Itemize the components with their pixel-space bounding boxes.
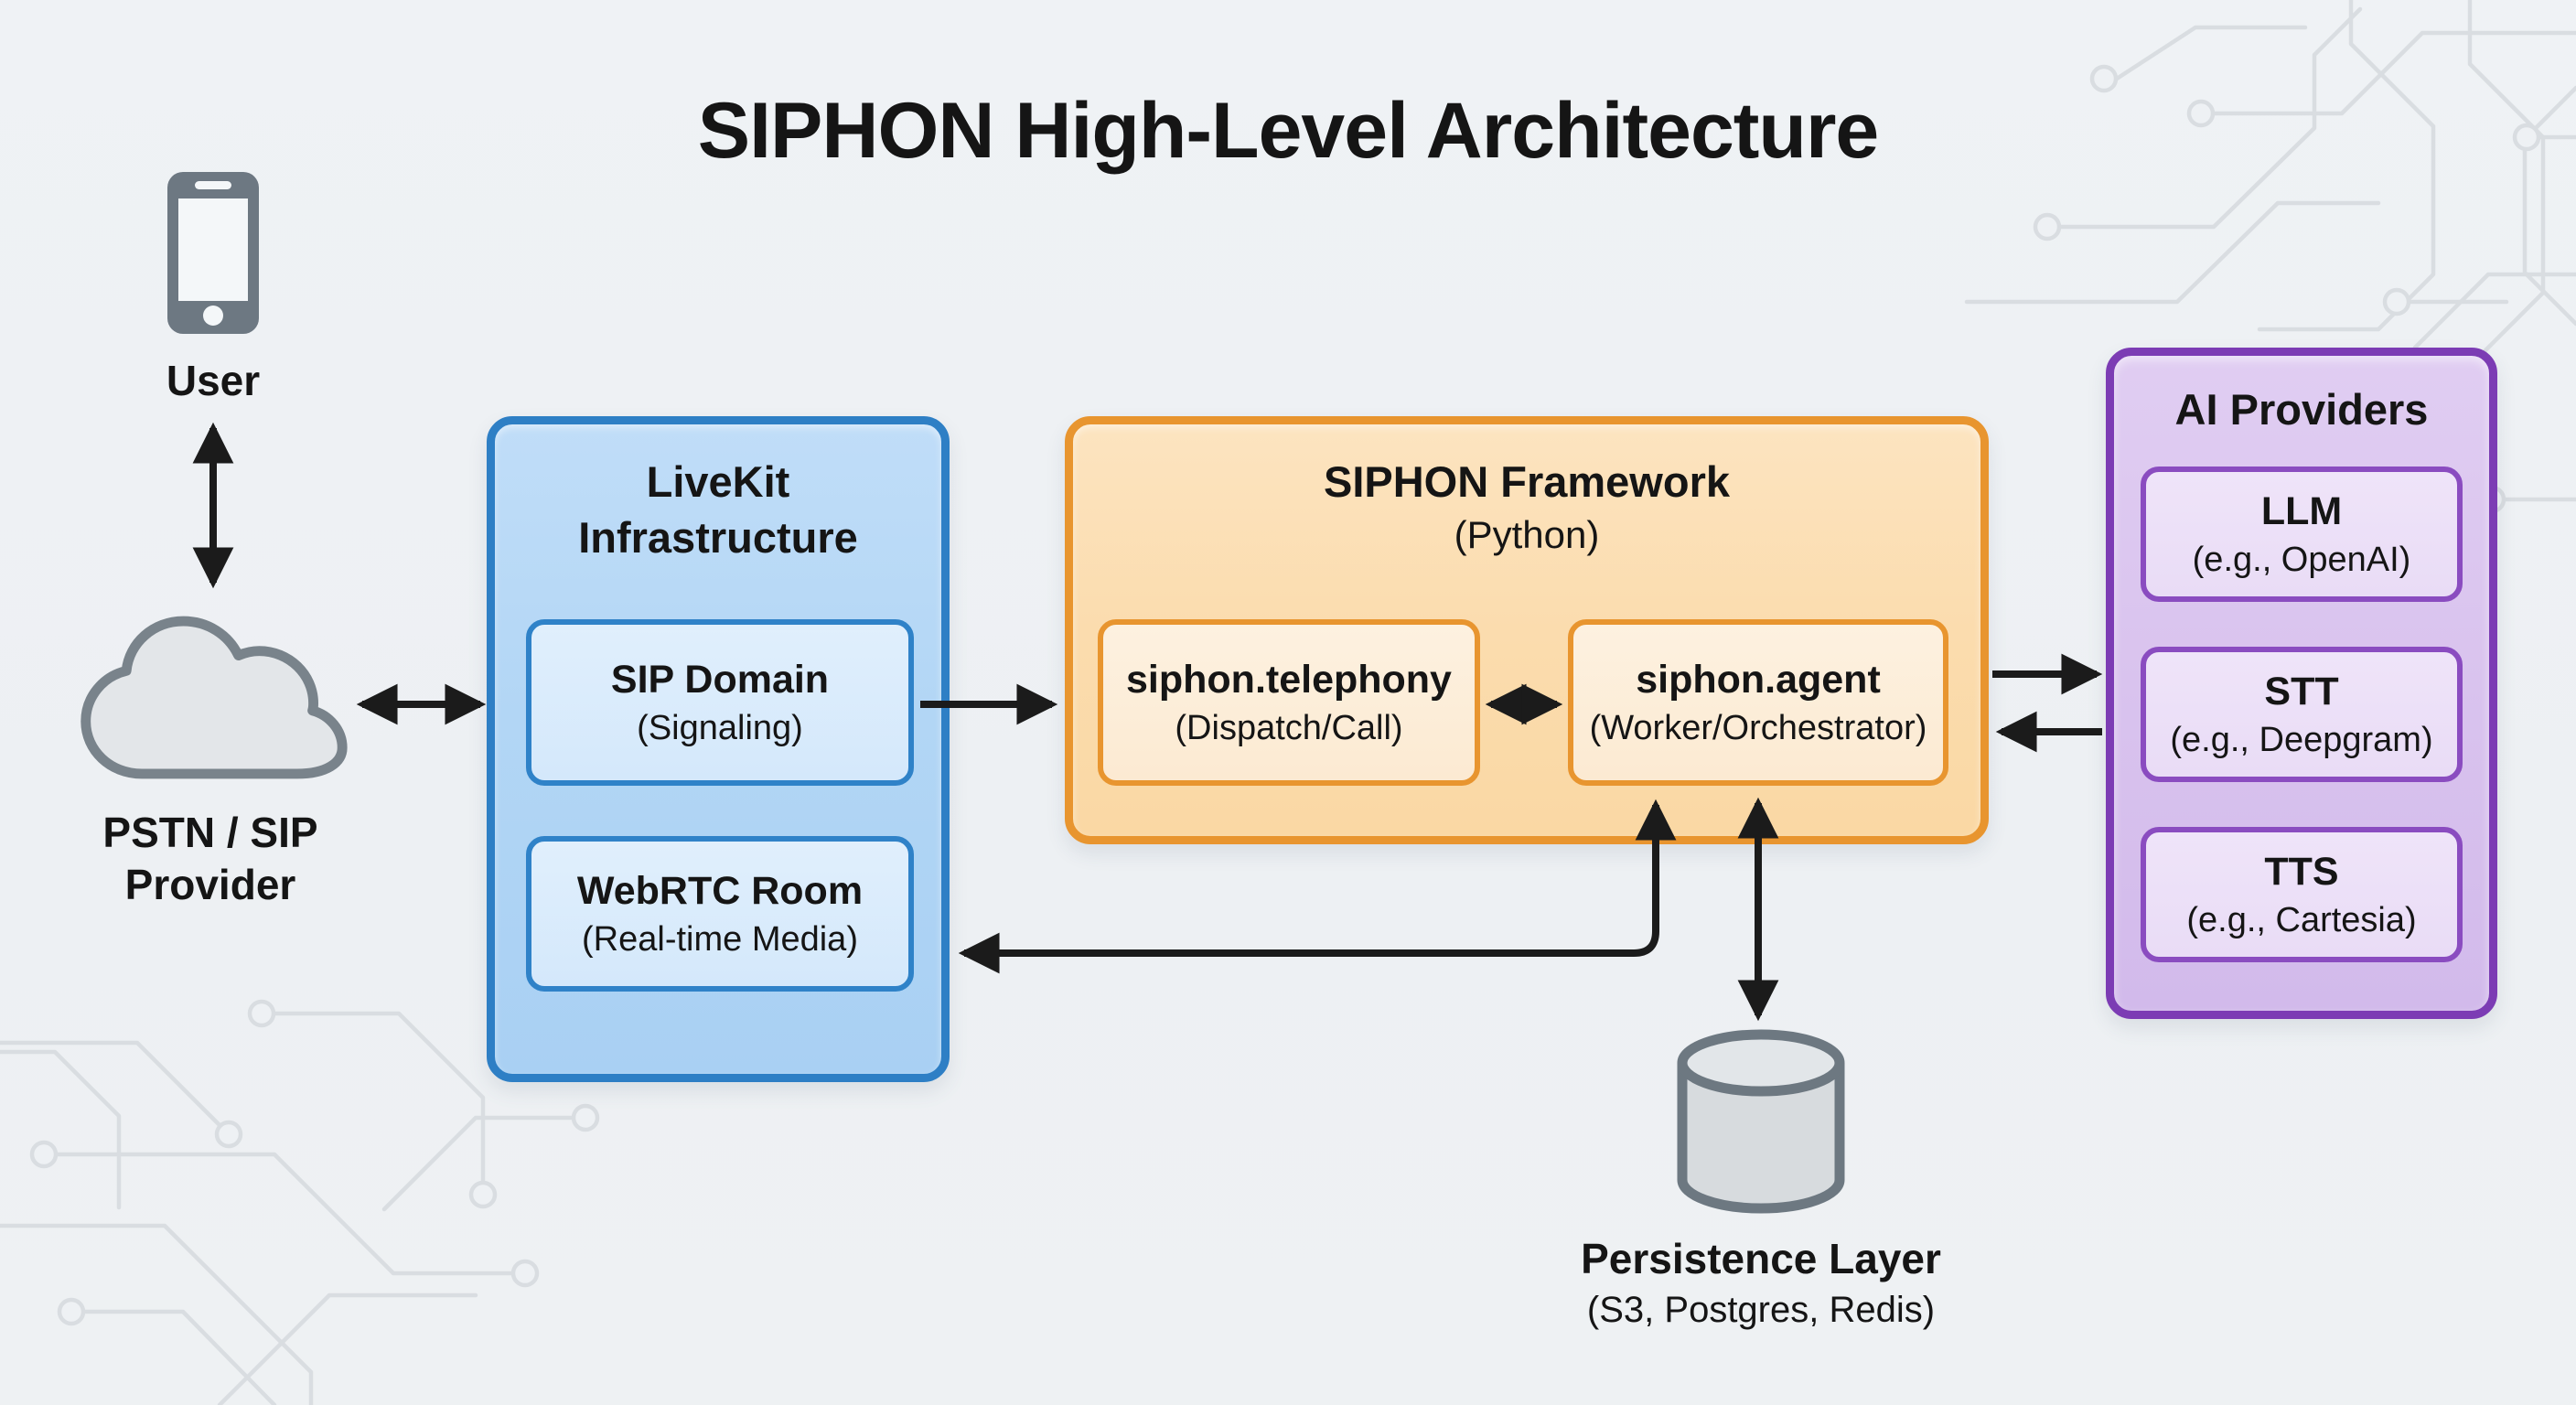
- persistence-label: Persistence Layer (S3, Postgres, Redis): [1523, 1233, 1999, 1335]
- card-siphon-agent: siphon.agent (Worker/Orchestrator): [1568, 619, 1948, 786]
- siphon-group-title: SIPHON Framework: [1323, 457, 1731, 506]
- llm-subtitle: (e.g., OpenAI): [2192, 541, 2411, 579]
- llm-title: LLM: [2260, 489, 2343, 533]
- siphon-telephony-title: siphon.telephony: [1126, 658, 1452, 702]
- persistence-label-subtitle: (S3, Postgres, Redis): [1586, 1290, 1936, 1330]
- livekit-group-title: LiveKit Infrastructure: [495, 424, 941, 565]
- siphon-agent-title: siphon.agent: [1636, 658, 1881, 702]
- tts-title: TTS: [2264, 850, 2339, 894]
- stt-title: STT: [2264, 670, 2339, 713]
- sip-domain-subtitle: (Signaling): [637, 709, 803, 747]
- diagram-title: SIPHON High-Level Architecture: [697, 87, 1880, 175]
- tts-subtitle: (e.g., Cartesia): [2186, 901, 2417, 939]
- pstn-label-line1: PSTN / SIP: [102, 809, 318, 856]
- pstn-label: PSTN / SIP Provider: [27, 807, 393, 911]
- ai-providers-title: AI Providers: [2174, 385, 2429, 434]
- card-stt: STT (e.g., Deepgram): [2141, 647, 2463, 782]
- card-siphon-telephony: siphon.telephony (Dispatch/Call): [1098, 619, 1480, 786]
- livekit-title-line2: Infrastructure: [578, 513, 858, 562]
- card-llm: LLM (e.g., OpenAI): [2141, 467, 2463, 602]
- sip-domain-title: SIP Domain: [610, 658, 830, 702]
- smartphone-icon: [167, 172, 259, 334]
- siphon-agent-subtitle: (Worker/Orchestrator): [1589, 709, 1927, 747]
- card-tts: TTS (e.g., Cartesia): [2141, 827, 2463, 962]
- user-label: User: [166, 357, 261, 404]
- persistence-label-title: Persistence Layer: [1581, 1235, 1941, 1282]
- cloud-icon: [80, 616, 348, 779]
- database-cylinder-icon: [1677, 1029, 1845, 1214]
- webrtc-room-subtitle: (Real-time Media): [582, 920, 858, 959]
- card-sip-domain: SIP Domain (Signaling): [526, 619, 914, 786]
- siphon-telephony-subtitle: (Dispatch/Call): [1175, 709, 1403, 747]
- siphon-group-subtitle: (Python): [1454, 513, 1600, 556]
- livekit-title-line1: LiveKit: [646, 457, 790, 506]
- card-webrtc-room: WebRTC Room (Real-time Media): [526, 836, 914, 992]
- pstn-label-line2: Provider: [124, 861, 296, 908]
- webrtc-room-title: WebRTC Room: [576, 869, 864, 913]
- stt-subtitle: (e.g., Deepgram): [2170, 721, 2433, 759]
